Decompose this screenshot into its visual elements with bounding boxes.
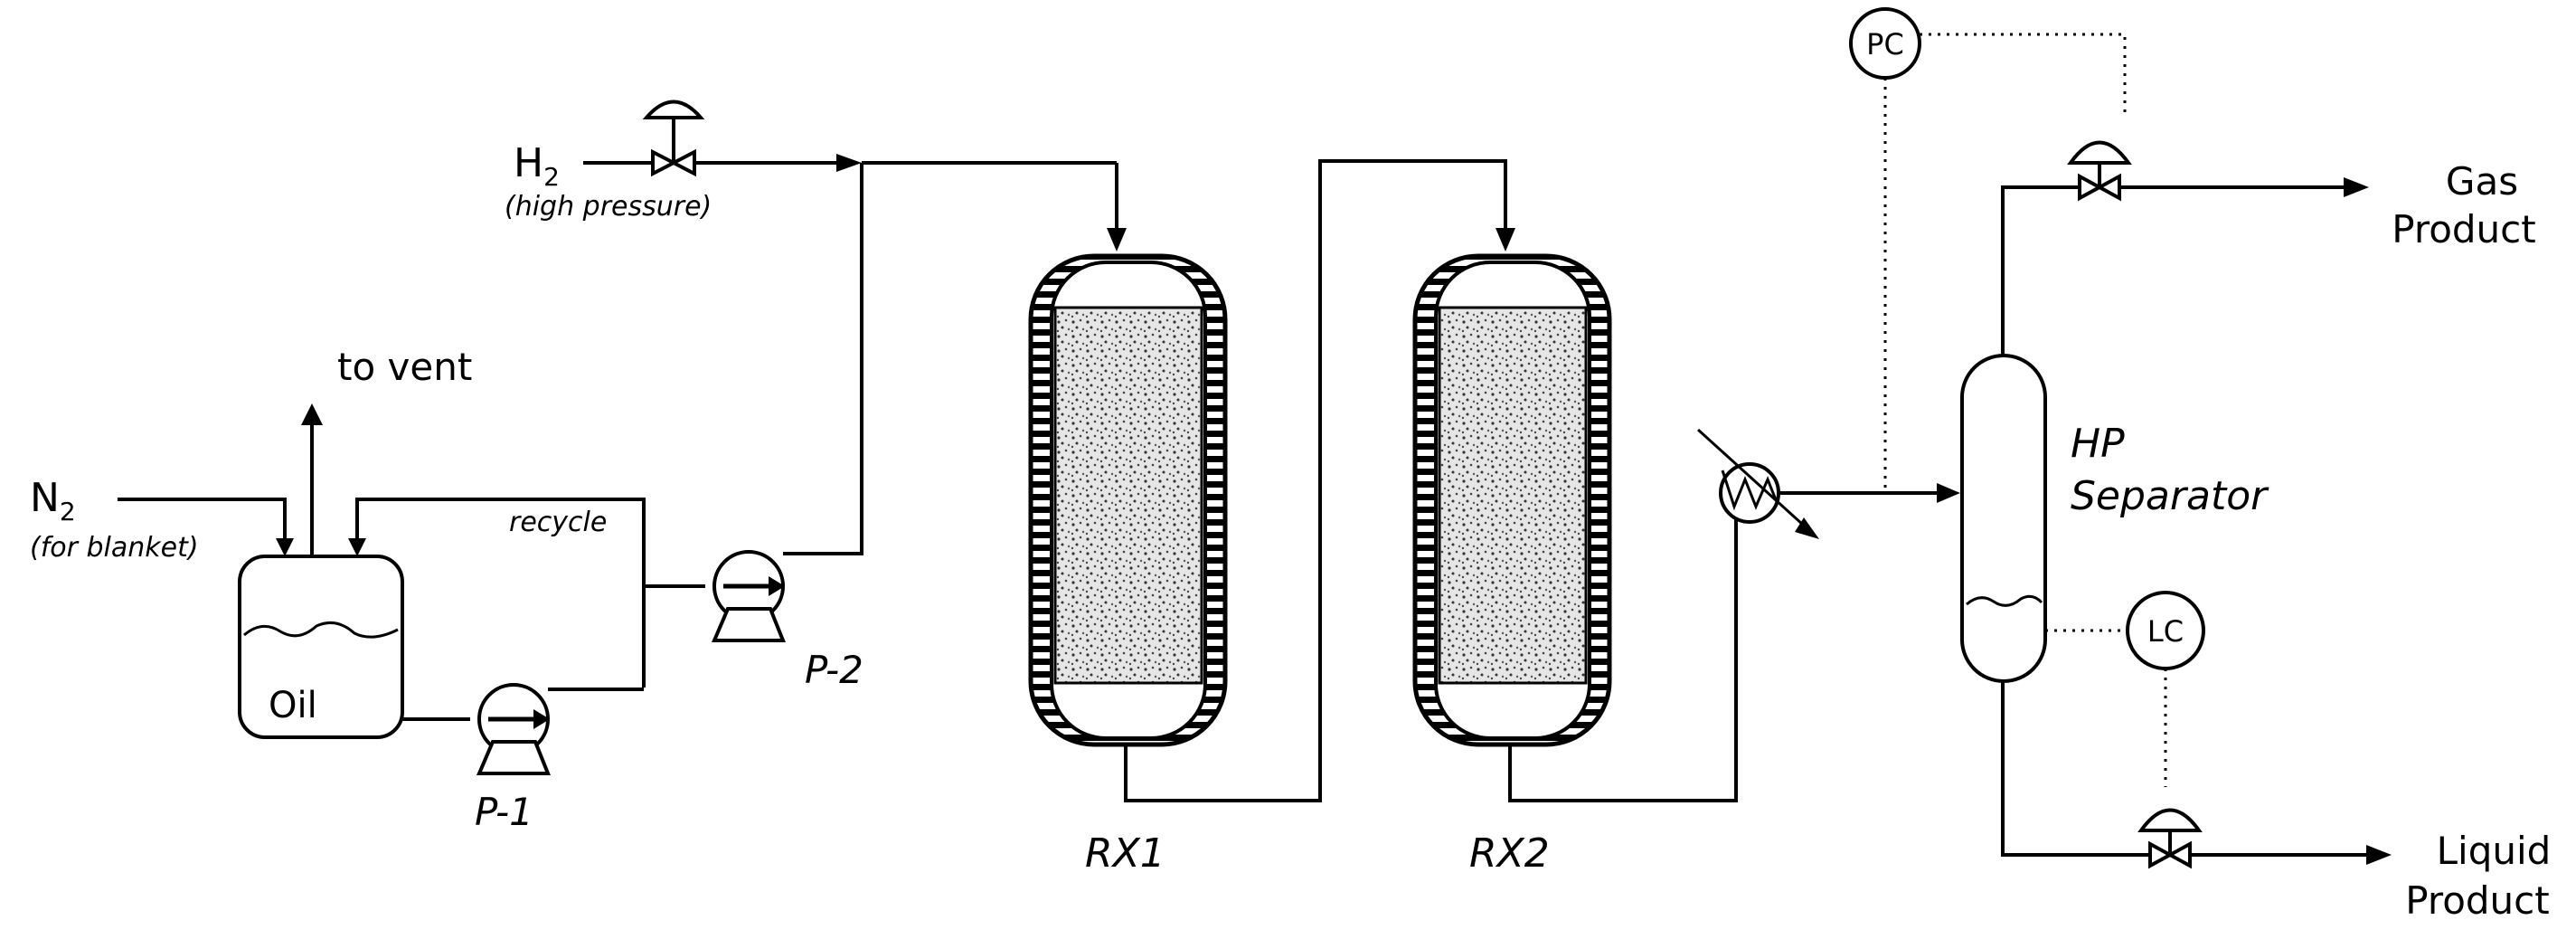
oil-label: Oil	[269, 685, 317, 726]
signal-lines	[1883, 33, 2167, 787]
vent-label: to vent	[337, 345, 472, 389]
h2-line	[583, 154, 1127, 251]
gas-product-line2: Product	[2392, 207, 2535, 251]
separator-label-line2: Separator	[2071, 473, 2269, 519]
pump-p1-label: P-1	[475, 790, 533, 834]
gas-product-line1: Gas	[2446, 159, 2518, 204]
oil-tank	[238, 555, 404, 739]
rx2-outlet-line	[1508, 493, 1738, 802]
heat-exchanger	[1696, 428, 1819, 539]
n2-line	[118, 498, 294, 556]
n2-note: (for blanket)	[30, 532, 199, 564]
pump-p2-label: P-2	[805, 648, 863, 692]
hp-separator	[1960, 354, 2047, 683]
p2-discharge-line	[783, 163, 863, 555]
liquid-product-line2: Product	[2405, 878, 2549, 923]
recycle-label: recycle	[509, 507, 607, 538]
h2-label: H2	[514, 140, 560, 192]
pump-p2	[711, 550, 786, 642]
pump-p1	[476, 683, 551, 775]
rx1-label: RX1	[1085, 830, 1165, 877]
lc-label: LC	[2147, 614, 2184, 649]
n2-label: N2	[30, 475, 76, 526]
rx1-to-rx2-line	[1124, 159, 1507, 802]
recycle-line	[348, 498, 646, 688]
gas-control-valve	[2067, 140, 2132, 202]
rx2-label: RX2	[1469, 830, 1550, 877]
liquid-product-line1: Liquid	[2437, 829, 2552, 873]
liquid-control-valve	[2137, 808, 2203, 869]
separator-label-line1: HP	[2071, 421, 2125, 467]
reactor-rx2	[1412, 253, 1612, 747]
reactor-rx1	[1028, 253, 1228, 747]
gas-outlet-line	[2001, 185, 2080, 356]
pc-label: PC	[1866, 27, 1904, 62]
h2-control-valve	[642, 100, 705, 177]
h2-note: (high pressure)	[505, 191, 712, 223]
liquid-outlet-line	[2001, 681, 2150, 857]
vent-line	[301, 403, 323, 556]
